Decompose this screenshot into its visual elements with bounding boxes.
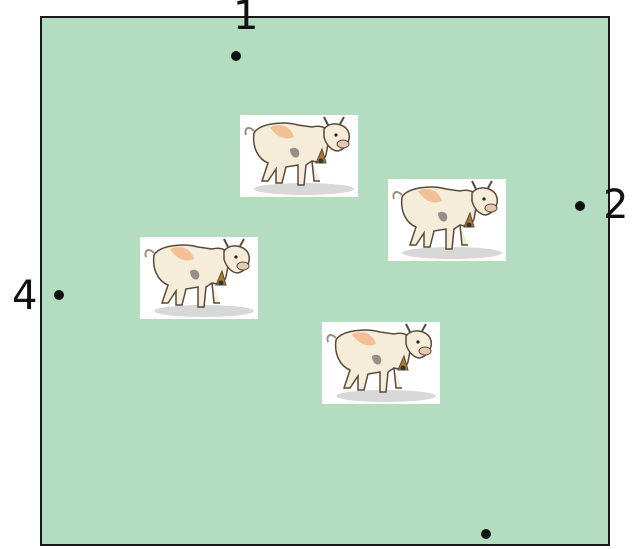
cow-icon xyxy=(240,115,358,197)
point-4-label: 4 xyxy=(12,276,37,316)
point-2-label: 2 xyxy=(603,185,628,225)
cow-image-bottom xyxy=(322,322,440,404)
point-1-dot xyxy=(231,51,241,61)
cow-image-right xyxy=(388,179,506,261)
cow-icon xyxy=(322,322,440,404)
point-3-dot xyxy=(481,529,491,539)
cow-image-left xyxy=(140,237,258,319)
point-2-dot xyxy=(575,201,585,211)
cow-image-top xyxy=(240,115,358,197)
cow-icon xyxy=(140,237,258,319)
point-4-dot xyxy=(54,290,64,300)
cow-icon xyxy=(388,179,506,261)
point-1-label: 1 xyxy=(233,0,258,36)
pasture-field xyxy=(40,16,610,546)
